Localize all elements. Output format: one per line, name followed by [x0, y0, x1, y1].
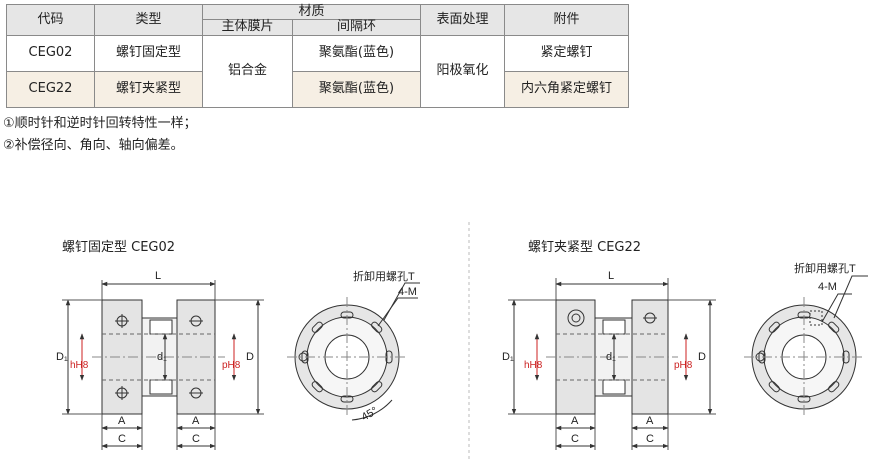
header-accessory: 附件	[504, 4, 630, 36]
screw-label: 4-M	[398, 286, 417, 298]
dim-label: C	[192, 433, 200, 445]
cell-accessory: 内六角紧定螺钉	[504, 70, 630, 108]
note-item: ②补偿径向、角向、轴向偏差。	[3, 138, 184, 153]
figure-title-left: 螺钉固定型 CEG02	[62, 240, 176, 255]
dim-label: L	[155, 270, 161, 282]
cell-spacer: 聚氨酯(蓝色)	[291, 34, 422, 72]
header-material: 材质	[201, 3, 422, 21]
cell-code: CEG02	[6, 34, 95, 72]
dim-label: d₁	[157, 351, 167, 363]
screw-label: 4-M	[818, 281, 837, 293]
end-view-right	[744, 275, 868, 417]
cell-type: 螺钉固定型	[94, 34, 203, 72]
end-view-left-labels: 折卸用螺孔T 4-M 45°	[353, 269, 417, 424]
dim-label: d₁	[606, 351, 616, 363]
cell-surface: 阳极氧化	[420, 34, 506, 108]
notes: ①顺时针和逆时针回转特性一样； ②补偿径向、角向、轴向偏差。	[3, 113, 197, 157]
cell-type: 螺钉夹紧型	[94, 70, 203, 108]
cell-spacer: 聚氨酯(蓝色)	[291, 70, 422, 108]
dim-label: D₁	[56, 351, 68, 363]
header-body-material: 主体膜片	[202, 19, 293, 36]
dim-label: L	[608, 270, 614, 282]
dim-label: D	[246, 351, 254, 363]
dim-label: C	[118, 433, 126, 445]
header-code: 代码	[6, 4, 95, 36]
hole-label: 折卸用螺孔T	[794, 261, 856, 275]
header-surface: 表面处理	[420, 4, 506, 36]
dim-label: C	[646, 433, 654, 445]
dim-label: hH8	[524, 360, 543, 371]
dim-label: C	[571, 433, 579, 445]
end-view-left	[287, 282, 420, 421]
angle-label: 45°	[360, 405, 380, 424]
dim-label: A	[571, 415, 579, 427]
spec-table: 代码 类型 材质 表面处理 附件 主体膜片 间隔环 CEG02 螺钉固定型 铝合…	[6, 3, 630, 108]
header-spacer: 间隔环	[291, 19, 422, 36]
end-view-right-labels: 折卸用螺孔T 4-M	[794, 261, 856, 293]
cell-code: CEG22	[6, 70, 95, 108]
cell-body-material: 铝合金	[202, 34, 293, 108]
hole-label: 折卸用螺孔T	[353, 269, 415, 283]
dim-label: pH8	[222, 360, 241, 371]
dim-label: A	[118, 415, 126, 427]
figure-title-right: 螺钉夹紧型 CEG22	[528, 240, 642, 255]
side-view-right-labels: L D₁ hH8 d₁ pH8 D A A C C	[502, 270, 706, 445]
side-view-right	[508, 278, 716, 450]
dim-label: A	[646, 415, 654, 427]
note-item: ①顺时针和逆时针回转特性一样；	[3, 116, 197, 131]
cell-accessory: 紧定螺钉	[504, 34, 630, 72]
side-view-left-labels: L D₁ hH8 d₁ pH8 D A A C C	[56, 270, 254, 445]
side-view-left	[62, 280, 264, 450]
dim-label: D₁	[502, 351, 514, 363]
dim-label: hH8	[70, 360, 89, 371]
dim-label: D	[698, 351, 706, 363]
dim-label: A	[192, 415, 200, 427]
dim-label: pH8	[674, 360, 693, 371]
